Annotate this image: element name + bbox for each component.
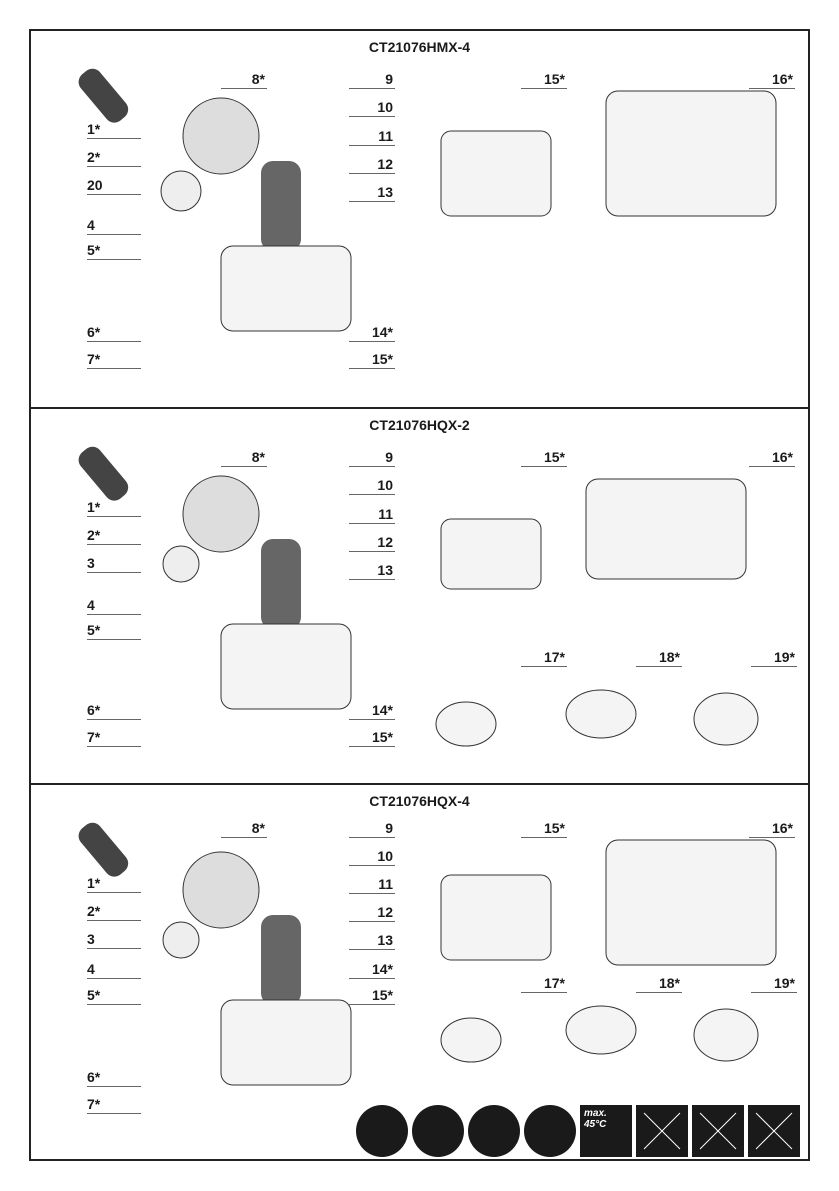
no-fire-icon	[692, 1105, 744, 1157]
charger	[605, 90, 777, 217]
no-disposal-icon	[636, 1105, 688, 1157]
label: 1*	[87, 121, 141, 139]
label: 9	[349, 71, 395, 89]
label: 2*	[87, 149, 141, 167]
drill-illustration	[78, 68, 777, 332]
label: 8*	[221, 820, 267, 838]
label: 3	[87, 555, 141, 573]
angle-attachment	[693, 692, 759, 746]
drill-illustration	[78, 822, 777, 1086]
chuck-attachment	[435, 701, 497, 747]
label: 19*	[751, 649, 797, 667]
battery-pack	[440, 518, 542, 590]
label: 15*	[521, 71, 567, 89]
label: 1*	[87, 499, 141, 517]
panel-ct21076hqx-4: CT21076HQX-4 1* 2* 3 4 5* 6* 7* 8* 9 10 …	[31, 785, 808, 1159]
label: 16*	[749, 71, 795, 89]
model-title: CT21076HMX-4	[368, 39, 471, 55]
battery-pack	[440, 874, 552, 961]
label: 8*	[221, 449, 267, 467]
battery-pack	[440, 130, 552, 217]
label: 12	[349, 904, 395, 922]
eye-protection-icon	[412, 1105, 464, 1157]
label: 13	[349, 562, 395, 580]
label: 6*	[87, 324, 141, 342]
chuck-attachment	[440, 1017, 502, 1063]
label: 7*	[87, 729, 141, 747]
max-temperature-icon: max. 45°C	[580, 1105, 632, 1157]
safety-icons: max. 45°C	[356, 1105, 800, 1157]
read-manual-icon	[356, 1105, 408, 1157]
panel-ct21076hmx-4: CT21076HMX-4 1* 2* 20 4 5* 6* 7* 8* 9 10…	[31, 31, 808, 409]
label: 12	[349, 156, 395, 174]
label: 2*	[87, 527, 141, 545]
label: 15*	[349, 351, 395, 369]
angle-attachment	[693, 1008, 759, 1062]
label: 9	[349, 820, 395, 838]
dust-mask-icon	[524, 1105, 576, 1157]
label: 18*	[636, 649, 682, 667]
label: 13	[349, 932, 395, 950]
side-handle-grip	[78, 68, 129, 123]
label: 15*	[521, 820, 567, 838]
label: 12	[349, 534, 395, 552]
label: 5*	[87, 987, 141, 1005]
label: 2*	[87, 903, 141, 921]
max-temperature-text: max. 45°C	[584, 1108, 607, 1130]
label: 5*	[87, 242, 141, 260]
label: 14*	[349, 961, 395, 979]
no-rain-icon	[748, 1105, 800, 1157]
label: 9	[349, 449, 395, 467]
label: 11	[349, 506, 395, 524]
drill-head	[182, 97, 260, 175]
label: 19*	[751, 975, 797, 993]
label: 14*	[349, 702, 395, 720]
label: 8*	[221, 71, 267, 89]
hex-attachment	[565, 689, 637, 739]
charger	[585, 478, 747, 580]
label: 6*	[87, 702, 141, 720]
label: 10	[349, 477, 395, 495]
label: 4	[87, 217, 141, 235]
label: 15*	[349, 729, 395, 747]
label: 16*	[749, 449, 795, 467]
label: 4	[87, 961, 141, 979]
ear-protection-icon	[468, 1105, 520, 1157]
drill-handle	[261, 161, 301, 251]
label: 7*	[87, 351, 141, 369]
label: 3	[87, 931, 141, 949]
label: 20	[87, 177, 141, 195]
model-title: CT21076HQX-4	[369, 793, 470, 809]
label: 13	[349, 184, 395, 202]
charger	[605, 839, 777, 966]
drill-illustration	[78, 446, 759, 747]
label: 18*	[636, 975, 682, 993]
hex-attachment	[565, 1005, 637, 1055]
diagram-frame: CT21076HMX-4 1* 2* 20 4 5* 6* 7* 8* 9 10…	[29, 29, 810, 1161]
model-title: CT21076HQX-2	[369, 417, 470, 433]
label: 14*	[349, 324, 395, 342]
label: 17*	[521, 975, 567, 993]
label: 15*	[349, 987, 395, 1005]
chuck	[160, 170, 202, 212]
battery-base	[220, 245, 352, 332]
panel-ct21076hqx-2: CT21076HQX-2 1* 2* 3 4 5* 6* 7* 8* 9 10 …	[31, 409, 808, 785]
label: 7*	[87, 1096, 141, 1114]
label: 10	[349, 99, 395, 117]
label: 11	[349, 128, 395, 146]
label: 1*	[87, 875, 141, 893]
label: 4	[87, 597, 141, 615]
label: 11	[349, 876, 395, 894]
label: 5*	[87, 622, 141, 640]
label: 10	[349, 848, 395, 866]
label: 17*	[521, 649, 567, 667]
label: 6*	[87, 1069, 141, 1087]
label: 15*	[521, 449, 567, 467]
label: 16*	[749, 820, 795, 838]
